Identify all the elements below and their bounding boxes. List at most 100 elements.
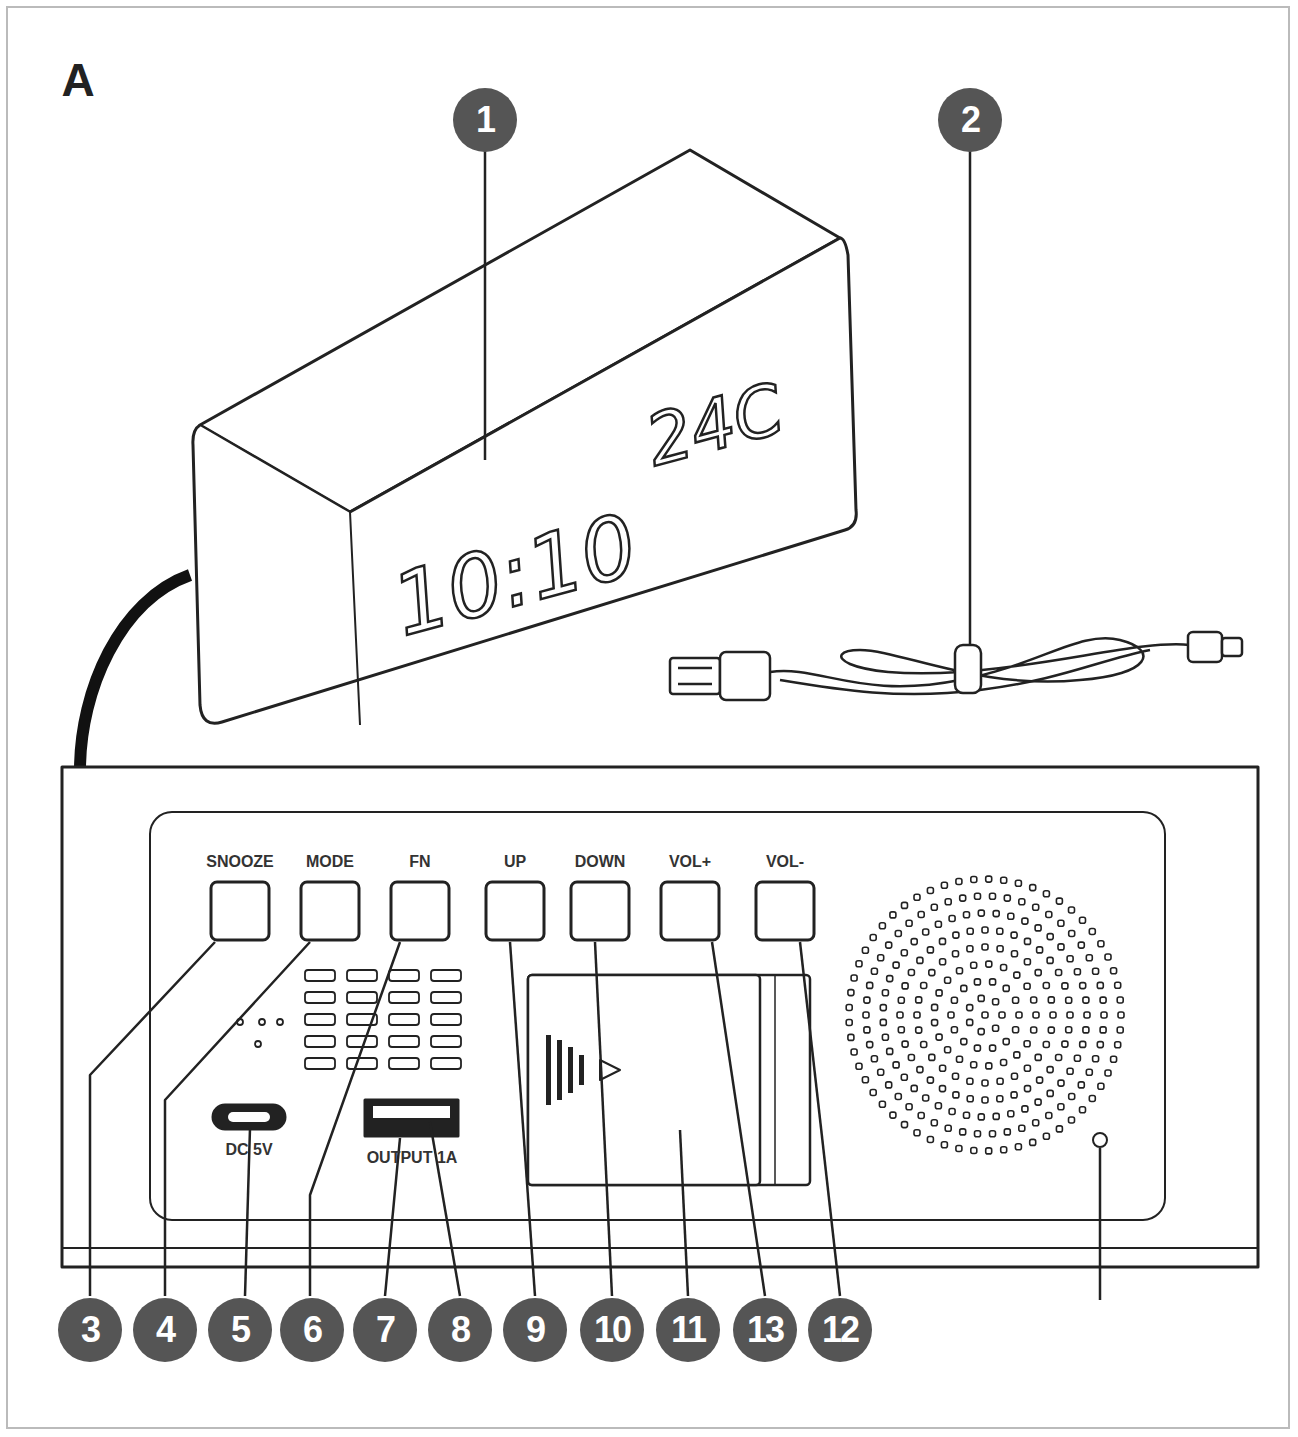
speaker-hole — [993, 1025, 999, 1031]
speaker-hole — [1022, 1106, 1028, 1112]
speaker-hole — [1067, 1068, 1073, 1074]
speaker-hole — [862, 1077, 868, 1083]
speaker-hole — [1098, 941, 1104, 947]
speaker-hole — [1078, 942, 1084, 948]
speaker-hole — [945, 899, 951, 905]
speaker-hole — [880, 1019, 886, 1025]
speaker-hole — [908, 1055, 914, 1061]
callout-number: 3 — [58, 1298, 122, 1362]
speaker-hole — [1037, 1077, 1043, 1083]
panel-edge — [62, 1247, 1258, 1249]
speaker-hole — [856, 961, 862, 967]
speaker-hole — [1037, 947, 1043, 953]
speaker-hole — [961, 1039, 967, 1045]
leader-lines — [90, 942, 1100, 1300]
panel-inset — [150, 812, 1165, 1220]
speaker-hole — [1058, 944, 1064, 950]
button-label: FN — [409, 853, 430, 871]
speaker-hole — [1016, 1012, 1022, 1018]
vent-slot — [305, 970, 335, 981]
speaker-hole — [1115, 1042, 1121, 1048]
speaker-hole — [1047, 1067, 1053, 1073]
speaker-hole — [978, 995, 984, 1001]
speaker-hole — [1004, 895, 1010, 901]
button-label: VOL- — [766, 853, 804, 871]
speaker-hole — [886, 942, 892, 948]
speaker-hole — [923, 929, 929, 935]
vent-slot — [389, 1036, 419, 1047]
speaker-hole — [931, 904, 937, 910]
speaker-hole — [851, 975, 857, 981]
speaker-hole — [864, 1027, 870, 1033]
speaker-hole — [1089, 929, 1095, 935]
speaker-hole — [890, 912, 896, 918]
speaker-hole — [1008, 913, 1014, 919]
speaker-hole — [956, 1146, 962, 1152]
speaker-hole — [1013, 1027, 1019, 1033]
speaker-hole — [1105, 1070, 1111, 1076]
callout-number: 9 — [503, 1298, 567, 1362]
speaker-hole — [882, 990, 888, 996]
speaker-hole — [918, 912, 924, 918]
speaker-hole — [1046, 1113, 1052, 1119]
speaker-hole — [929, 1054, 935, 1060]
speaker-hole — [949, 1109, 955, 1115]
speaker-hole — [1035, 1054, 1041, 1060]
speaker-hole — [974, 1045, 980, 1051]
speaker-hole — [953, 951, 959, 957]
speaker-hole — [957, 1056, 963, 1062]
speaker-hole — [882, 1034, 888, 1040]
speaker-hole — [993, 999, 999, 1005]
speaker-hole — [1011, 1092, 1017, 1098]
speaker-hole — [1012, 1073, 1018, 1079]
speaker-hole — [936, 990, 942, 996]
leader-line — [969, 150, 972, 650]
speaker-hole — [867, 982, 873, 988]
speaker-hole — [1117, 997, 1123, 1003]
speaker-hole — [993, 1113, 999, 1119]
speaker-hole — [1043, 891, 1049, 897]
vent-slot — [389, 992, 419, 1003]
speaker-hole — [1056, 1126, 1062, 1132]
mic-hole — [1093, 1133, 1107, 1147]
speaker-hole — [1097, 982, 1103, 988]
speaker-hole — [949, 916, 955, 922]
speaker-hole — [848, 1034, 854, 1040]
speaker-hole — [990, 1131, 996, 1137]
speaker-hole — [982, 1097, 988, 1103]
speaker-hole — [864, 997, 870, 1003]
speaker-hole — [982, 927, 988, 933]
speaker-hole — [1004, 1129, 1010, 1135]
speaker-hole — [898, 1027, 904, 1033]
speaker-hole — [1080, 1107, 1086, 1113]
speaker-hole — [1089, 1096, 1095, 1102]
speaker-hole — [1083, 997, 1089, 1003]
leader-line — [484, 150, 487, 460]
speaker-hole — [871, 1056, 877, 1062]
speaker-hole — [986, 876, 992, 882]
speaker-hole — [1066, 997, 1072, 1003]
speaker-hole — [914, 1012, 920, 1018]
vent-slot — [305, 992, 335, 1003]
vent-slot — [431, 1036, 461, 1047]
speaker-hole — [935, 1103, 941, 1109]
speaker-hole — [1048, 997, 1054, 1003]
speaker-hole — [870, 1090, 876, 1096]
callout-number: 6 — [280, 1298, 344, 1362]
speaker-hole — [1031, 997, 1037, 1003]
vent-slot — [305, 1014, 335, 1025]
speaker-hole — [927, 947, 933, 953]
speaker-hole — [940, 938, 946, 944]
speaker-hole — [927, 1077, 933, 1083]
speaker-hole — [978, 910, 984, 916]
vent-slot — [347, 1058, 377, 1069]
speaker-hole — [1069, 931, 1075, 937]
vent-slot — [389, 970, 419, 981]
speaker-hole — [1047, 934, 1053, 940]
speaker-hole — [1043, 983, 1049, 989]
speaker-hole — [917, 957, 923, 963]
speaker-hole — [1084, 1012, 1090, 1018]
speaker-hole — [923, 1095, 929, 1101]
vent-slot — [347, 992, 377, 1003]
speaker-hole — [956, 879, 962, 885]
